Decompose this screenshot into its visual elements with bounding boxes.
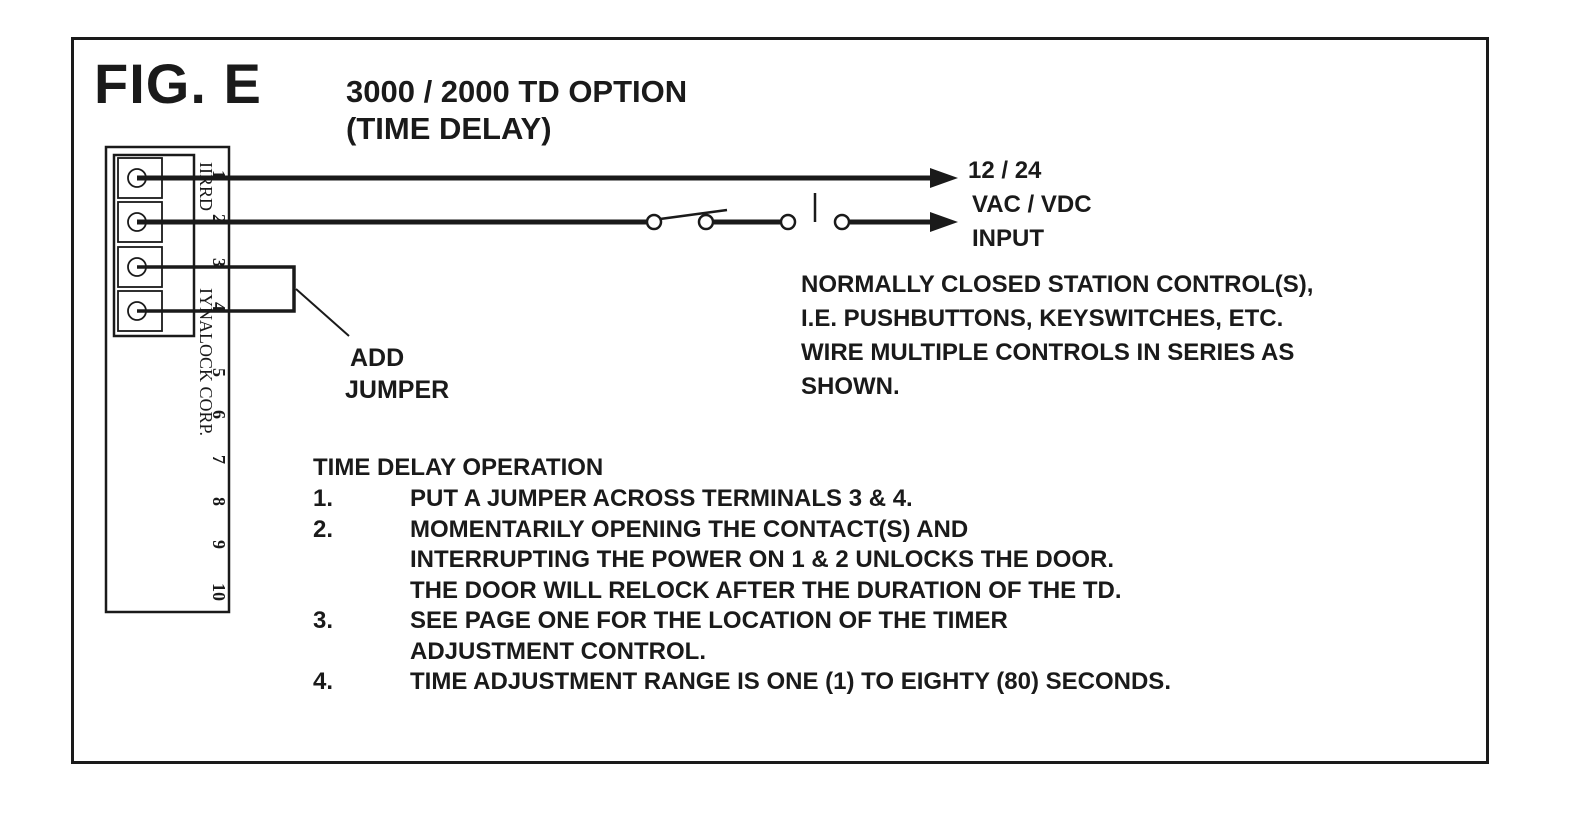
diagram-title: 3000 / 2000 TD OPTION (TIME DELAY) <box>346 73 687 147</box>
step-2: 2. MOMENTARILY OPENING THE CONTACT(S) AN… <box>313 515 1171 607</box>
figure-label: FIG. E <box>94 52 262 115</box>
jumper-line-2: JUMPER <box>345 376 450 404</box>
terminal-number-2: 2 <box>209 214 229 223</box>
operation-heading: TIME DELAY OPERATION <box>313 454 604 481</box>
note-line-4: SHOWN. <box>801 373 900 400</box>
terminal-number-5: 5 <box>209 368 229 377</box>
note-line-1: NORMALLY CLOSED STATION CONTROL(S), <box>801 271 1314 298</box>
terminal-number-8: 8 <box>209 497 229 506</box>
terminal-number-10: 10 <box>209 583 229 601</box>
terminal-plug <box>112 153 196 338</box>
arrow-head-2 <box>930 212 958 232</box>
supply-line-3: INPUT <box>972 225 1044 252</box>
switch-contact-1 <box>645 208 728 231</box>
arrow-head-1 <box>930 168 958 188</box>
step-number: 2. <box>313 515 334 543</box>
terminal-number-1: 1 <box>209 170 229 179</box>
title-line-1: 3000 / 2000 TD OPTION <box>346 74 688 109</box>
note-line-3: WIRE MULTIPLE CONTROLS IN SERIES AS <box>801 339 1295 366</box>
screw-terminals <box>117 157 163 332</box>
step-text: SEE PAGE ONE FOR THE LOCATION OF THE TIM… <box>410 607 1008 634</box>
terminal-number-4: 4 <box>209 302 229 311</box>
note-line-2: I.E. PUSHBUTTONS, KEYSWITCHES, ETC. <box>801 305 1284 332</box>
switch-contact-2 <box>779 193 851 231</box>
terminal-number-7: 7 <box>209 455 229 464</box>
step-text: TIME ADJUSTMENT RANGE IS ONE (1) TO EIGH… <box>410 668 1171 695</box>
step-text: INTERRUPTING THE POWER ON 1 & 2 UNLOCKS … <box>410 546 1115 573</box>
supply-line-2: VAC / VDC <box>972 191 1092 218</box>
terminal-number-3: 3 <box>209 258 229 267</box>
step-text: PUT A JUMPER ACROSS TERMINALS 3 & 4. <box>410 485 913 512</box>
step-number: 1. <box>313 485 334 512</box>
jumper-wire <box>137 265 296 313</box>
step-text: MOMENTARILY OPENING THE CONTACT(S) AND <box>410 515 969 543</box>
jumper-leader <box>295 288 350 337</box>
step-text: THE DOOR WILL RELOCK AFTER THE DURATION … <box>410 576 1122 604</box>
terminal-block <box>104 145 231 614</box>
terminal-number-6: 6 <box>209 410 229 419</box>
supply-line-1: 12 / 24 <box>968 157 1042 184</box>
step-3: 3. SEE PAGE ONE FOR THE LOCATION OF THE … <box>313 606 1171 667</box>
jumper-label: ADD JUMPER <box>345 342 449 406</box>
step-number: 4. <box>313 668 334 695</box>
operation-steps: 1. PUT A JUMPER ACROSS TERMINALS 3 & 4. … <box>313 484 1171 698</box>
step-number: 3. <box>313 607 334 634</box>
step-text: ADJUSTMENT CONTROL. <box>410 637 706 665</box>
side-text-top: IIRRD <box>196 162 216 211</box>
step-1: 1. PUT A JUMPER ACROSS TERMINALS 3 & 4. <box>313 484 1171 515</box>
title-line-2: (TIME DELAY) <box>346 111 552 146</box>
supply-label: 12 / 24 VAC / VDC INPUT <box>968 154 1092 256</box>
side-text-bottom: IYNALOCK CORP. <box>196 288 216 436</box>
figure-frame <box>71 37 1489 764</box>
terminal-number-9: 9 <box>209 540 229 549</box>
station-control-note: NORMALLY CLOSED STATION CONTROL(S), I.E.… <box>801 268 1313 404</box>
terminal-numbers: 1 2 3 4 5 6 7 8 9 10 <box>209 170 229 601</box>
step-4: 4. TIME ADJUSTMENT RANGE IS ONE (1) TO E… <box>313 667 1171 698</box>
jumper-line-1: ADD <box>350 344 405 372</box>
